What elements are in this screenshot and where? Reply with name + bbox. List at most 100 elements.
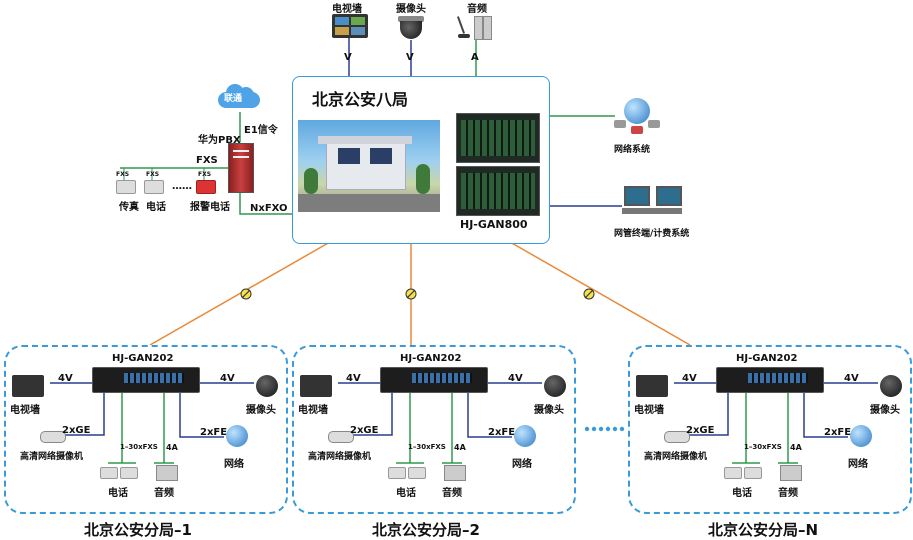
branch-ellipsis (584, 426, 625, 432)
tv-wall-icon (12, 375, 44, 397)
branch-tvwall-link: 4V (682, 373, 697, 384)
hq-tvwall-label: 电视墙 (332, 4, 362, 15)
wan-marker-1 (240, 288, 252, 300)
branch-audio-link: 4A (454, 443, 466, 452)
phone-icon (388, 467, 406, 479)
tv-wall-icon (300, 375, 332, 397)
branch-device-label: HJ-GAN202 (400, 353, 462, 364)
management-terminal-icon (622, 184, 686, 220)
branch-ge-link: 2xGE (686, 425, 715, 436)
hq-device-label: HJ-GAN800 (460, 218, 528, 231)
branch-tvwall-link: 4V (346, 373, 361, 384)
nxfxo-label: NxFXO (250, 203, 288, 214)
device-ports-icon (748, 373, 808, 383)
network-globe-icon (612, 98, 662, 136)
branch-audio-label: 音频 (154, 488, 174, 499)
dome-camera-icon (880, 375, 902, 397)
microphone-speaker-icon (156, 465, 178, 481)
microphone-speaker-icon (780, 465, 802, 481)
branch-net-label: 网络 (848, 459, 868, 470)
branch-fxs-link: 1–30xFXS (408, 443, 446, 451)
branch-audio-label: 音频 (778, 488, 798, 499)
tv-wall-icon (332, 14, 368, 38)
branch-phone-label: 电话 (108, 488, 128, 499)
branch-camera-link: 4V (508, 373, 523, 384)
hq-audio-link: A (471, 52, 479, 63)
ip-camera-icon (664, 431, 690, 443)
cloud-label: 联通 (224, 94, 243, 104)
hq-tvwall-link: V (344, 52, 352, 63)
hq-title: 北京公安八局 (312, 90, 409, 109)
branch-fe-link: 2xFE (824, 427, 852, 438)
hq-camera-link: V (406, 52, 414, 63)
branch-audio-link: 4A (790, 443, 802, 452)
microphone-speaker-icon (444, 465, 466, 481)
network-system-label: 网络系统 (614, 145, 651, 155)
fax-label: 传真 (119, 202, 139, 213)
phone-fxs-3: FXS (198, 171, 212, 178)
branch-net-label: 网络 (512, 459, 532, 470)
branch-title: 北京公安分局–N (708, 521, 819, 539)
cloud-icon (218, 84, 260, 108)
phone-icon (100, 467, 118, 479)
hq-audio-label: 音频 (467, 4, 487, 15)
phones-ellipsis: …… (172, 181, 192, 192)
branch-audio-link: 4A (166, 443, 178, 452)
branch-net-label: 网络 (224, 459, 244, 470)
hq-camera-label: 摄像头 (396, 4, 426, 15)
device-ports-icon (412, 373, 472, 383)
ip-camera-icon (40, 431, 66, 443)
phone-fxs-2: FXS (146, 171, 160, 178)
branch-tvwall-label: 电视墙 (634, 405, 664, 416)
branch-audio-label: 音频 (442, 488, 462, 499)
branch-lines (50, 382, 254, 464)
pbx-label: 华为PBX (198, 135, 241, 146)
wan-marker-3 (583, 288, 595, 300)
dome-camera-icon (256, 375, 278, 397)
branch-tvwall-label: 电视墙 (10, 405, 40, 416)
branch-ge-link: 2xGE (350, 425, 379, 436)
pbx-fxs-label: FXS (196, 155, 218, 166)
phone-icon (724, 467, 742, 479)
alarm-phone-icon (196, 180, 216, 194)
management-system-label: 网管终端/计费系统 (614, 229, 690, 239)
network-globe-icon (850, 425, 872, 447)
branch-camera-link: 4V (844, 373, 859, 384)
branch-lines (674, 382, 878, 464)
branch-title: 北京公安分局–1 (84, 521, 192, 539)
device-ports-icon (124, 373, 184, 383)
dome-camera-icon (544, 375, 566, 397)
branch-phone-label: 电话 (396, 488, 416, 499)
ip-camera-icon (328, 431, 354, 443)
phone-icon (120, 467, 138, 479)
branch-ipcam-label: 高清网络摄像机 (644, 452, 708, 462)
phone-label: 电话 (146, 202, 166, 213)
alarm-phone-label: 报警电话 (190, 202, 230, 213)
branch-tvwall-link: 4V (58, 373, 73, 384)
branch-camera-label: 摄像头 (534, 405, 564, 416)
branch-fe-link: 2xFE (200, 427, 228, 438)
branch-lines (338, 382, 542, 464)
branch-fe-link: 2xFE (488, 427, 516, 438)
branch-title: 北京公安分局–2 (372, 521, 480, 539)
microphone-speaker-icon (456, 14, 492, 40)
phone-icon (744, 467, 762, 479)
fax-icon (116, 180, 136, 194)
network-globe-icon (514, 425, 536, 447)
e1-signal-label: E1信令 (244, 125, 278, 136)
branch-ipcam-label: 高清网络摄像机 (20, 452, 84, 462)
pbx-cabinet-icon (228, 143, 254, 193)
phone-fxs-1: FXS (116, 171, 130, 178)
branch-camera-label: 摄像头 (246, 405, 276, 416)
branch-device-label: HJ-GAN202 (736, 353, 798, 364)
branch-phone-label: 电话 (732, 488, 752, 499)
branch-fxs-link: 1–30xFXS (744, 443, 782, 451)
phone-icon (144, 180, 164, 194)
phone-icon (408, 467, 426, 479)
network-globe-icon (226, 425, 248, 447)
branch-ge-link: 2xGE (62, 425, 91, 436)
dome-camera-icon (398, 16, 424, 42)
wan-marker-2 (405, 288, 417, 300)
branch-camera-link: 4V (220, 373, 235, 384)
